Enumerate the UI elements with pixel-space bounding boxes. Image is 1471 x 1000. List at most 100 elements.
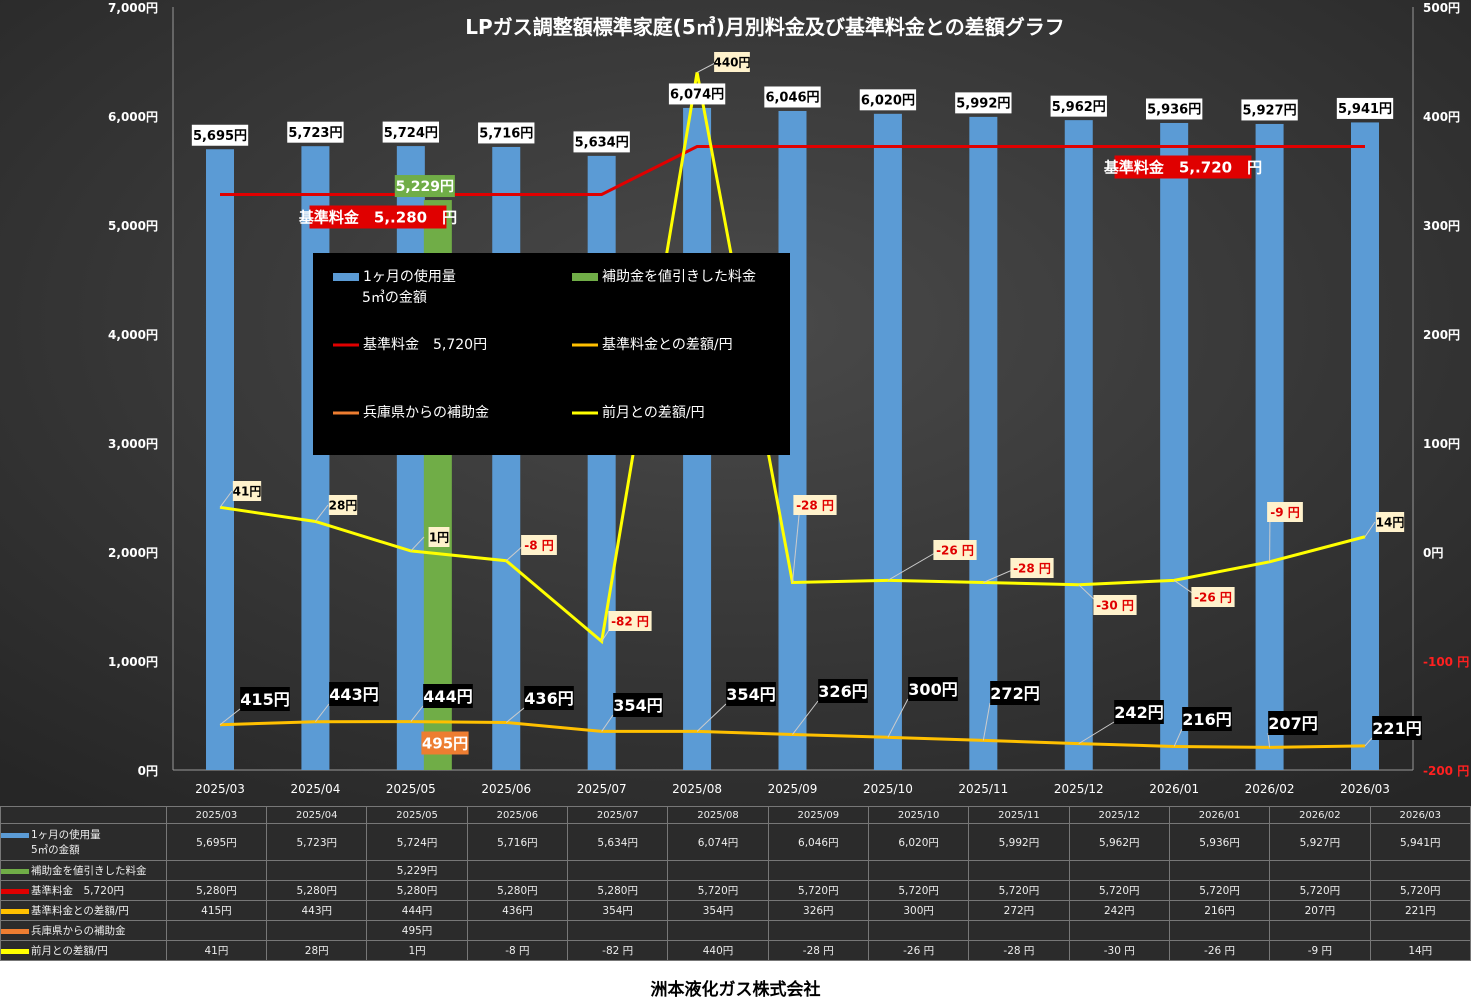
price-diff-data-label-bg	[423, 684, 473, 708]
month-diff-data-label: 41円	[233, 484, 262, 498]
table-cell: 5,280円	[165, 880, 268, 901]
table-cell: 495円	[366, 920, 468, 941]
month-diff-data-label: 440円	[713, 55, 750, 69]
price-diff-data-label-bg	[240, 687, 290, 711]
price-diff-data-label-bg	[1114, 700, 1164, 724]
usage-data-label: 6,074円	[670, 88, 724, 103]
leader-line	[505, 707, 525, 723]
leader-line	[887, 698, 909, 738]
usage-bar	[873, 113, 902, 770]
price-diff-data-label: 242円	[1114, 703, 1163, 722]
legend-swatch	[333, 273, 359, 281]
table-cell: 5,280円	[266, 880, 368, 901]
table-cell	[466, 860, 569, 881]
table-row-label: 兵庫県からの補助金	[0, 920, 167, 941]
table-cell: 6,074円	[667, 823, 769, 861]
table-cell: 5,695円	[165, 823, 268, 861]
table-cell: 41円	[165, 940, 268, 961]
usage-bar	[206, 149, 234, 770]
table-cell: -28 円	[968, 940, 1070, 961]
left-tick-label: 4,000円	[108, 328, 158, 342]
leader-line	[1364, 737, 1373, 747]
month-diff-data-label-bg	[1375, 512, 1405, 532]
legend-swatch	[1, 908, 29, 914]
table-header-cell: 2026/01	[1168, 806, 1271, 824]
price-diff-data-label-bg	[1182, 707, 1232, 731]
leader-line	[505, 544, 525, 562]
usage-data-label-bg	[573, 131, 630, 153]
table-cell	[867, 860, 970, 881]
legend-swatch	[333, 343, 359, 347]
x-tick-label: 2025/08	[672, 782, 722, 796]
table-cell	[1369, 920, 1471, 941]
table-row-label: 補助金を値引きした料金	[0, 860, 167, 881]
price-diff-data-label: 207円	[1268, 714, 1317, 733]
leader-line	[315, 504, 329, 522]
table-cell: 440円	[667, 940, 769, 961]
table-header-cell: 2025/10	[867, 806, 970, 824]
usage-data-label-bg	[668, 83, 726, 105]
legend-box	[313, 253, 790, 455]
base-price-annotation: 基準料金 5,.280 円	[298, 208, 457, 226]
combo-chart: LPガス調整額標準家庭(5㎥)月別料金及び基準料金との差額グラフ 0円1,000…	[0, 0, 1471, 806]
leader-line	[315, 703, 330, 723]
table-cell	[767, 860, 869, 881]
usage-data-label-bg	[478, 122, 535, 144]
subsidized-data-label-bg	[394, 175, 455, 198]
table-header-cell: 2025/04	[266, 806, 368, 824]
table-cell: 5,720円	[1168, 880, 1271, 901]
leader-line	[1173, 728, 1183, 747]
table-cell	[567, 920, 669, 941]
table-row-label: 前月との差額/円	[0, 940, 167, 961]
leader-line	[1267, 732, 1271, 748]
table-cell: 326円	[767, 900, 869, 921]
table-cell: 5,720円	[867, 880, 970, 901]
usage-data-label-bg	[859, 89, 917, 111]
month-diff-data-label-bg	[328, 495, 358, 515]
table-cell	[1068, 920, 1170, 941]
table-cell: 5,229円	[366, 860, 468, 881]
leader-line	[410, 705, 424, 722]
usage-data-label: 5,634円	[575, 136, 629, 151]
row-label-text: 兵庫県からの補助金	[31, 925, 126, 937]
price-diff-data-label: 300円	[908, 680, 957, 699]
table-cell	[165, 860, 268, 881]
table-cell	[1269, 920, 1371, 941]
table-cell	[1168, 860, 1271, 881]
price-diff-data-label-bg	[1372, 716, 1422, 740]
price-diff-data-label-bg	[818, 679, 868, 703]
price-diff-data-label-bg	[329, 682, 379, 706]
table-header-cell: 2025/07	[567, 806, 669, 824]
price-diff-data-label: 272円	[990, 684, 1039, 703]
table-cell: 5,936円	[1168, 823, 1271, 861]
table-cell	[567, 860, 669, 881]
left-tick-label: 5,000円	[108, 219, 158, 233]
x-tick-label: 2025/11	[958, 782, 1008, 796]
table-cell: 444円	[366, 900, 468, 921]
usage-data-label-bg	[764, 86, 821, 108]
right-tick-label: 200円	[1423, 328, 1460, 342]
table-cell: 272円	[968, 900, 1070, 921]
table-cell: -26 円	[867, 940, 970, 961]
table-cell	[968, 860, 1070, 881]
month-diff-data-label: -9 円	[1270, 505, 1300, 519]
table-header-cell: 2025/09	[767, 806, 869, 824]
table-row-label: 基準料金 5,720円	[0, 880, 167, 901]
left-tick-label: 7,000円	[108, 1, 158, 15]
table-cell: 5,941円	[1369, 823, 1471, 861]
usage-data-label-bg	[287, 121, 344, 143]
x-tick-label: 2025/12	[1054, 782, 1104, 796]
table-cell: 354円	[567, 900, 669, 921]
price-diff-data-label: 221円	[1372, 719, 1421, 738]
leader-line	[887, 549, 941, 581]
leader-line	[1364, 521, 1376, 538]
usage-bar	[1064, 120, 1093, 771]
row-label-text: 前月との差額/円	[31, 945, 108, 957]
table-cell	[1168, 920, 1271, 941]
left-tick-label: 6,000円	[108, 110, 158, 124]
legend-label: 基準料金との差額/円	[602, 336, 733, 353]
usage-data-label-bg	[955, 92, 1012, 114]
row-label-text: 5㎥の金額	[31, 844, 80, 856]
table-cell	[867, 920, 970, 941]
